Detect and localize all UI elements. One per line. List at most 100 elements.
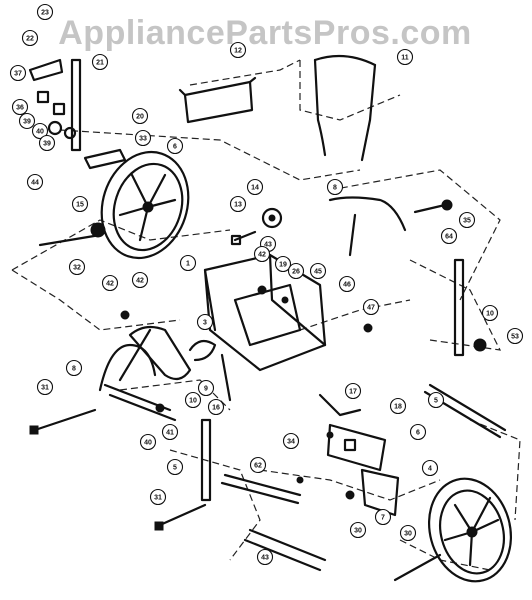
callout-circle	[68, 258, 86, 276]
callout-31: 31	[149, 488, 167, 506]
center-housing	[203, 253, 327, 372]
callout-circle	[196, 313, 214, 331]
callout-20: 20	[131, 107, 149, 125]
drive-gear	[261, 207, 283, 229]
callout-number: 3	[203, 320, 207, 327]
callout-circle	[71, 195, 89, 213]
callout-circle	[458, 211, 476, 229]
callout-circle	[166, 458, 184, 476]
callout-43: 43	[256, 548, 274, 566]
callout-number: 8	[72, 366, 76, 373]
callout-1: 1	[179, 254, 197, 272]
callout-30: 30	[399, 524, 417, 542]
callout-45: 45	[309, 262, 327, 280]
lower-bar	[243, 528, 327, 572]
callout-circle	[256, 548, 274, 566]
callout-number: 13	[234, 202, 242, 209]
callout-circle	[131, 271, 149, 289]
callout-number: 4	[428, 466, 432, 473]
callout-circle	[287, 262, 305, 280]
callout-circle	[197, 379, 215, 397]
callout-circle	[131, 107, 149, 125]
callout-circle	[36, 378, 54, 396]
callout-circle	[91, 53, 109, 71]
callout-circle	[326, 178, 344, 196]
callout-markers: 2322213736394039203312116441514134383564…	[9, 3, 524, 566]
callout-number: 33	[139, 136, 147, 143]
callout-number: 53	[511, 334, 519, 341]
callout-32: 32	[68, 258, 86, 276]
callout-number: 22	[26, 36, 34, 43]
callout-number: 44	[31, 180, 39, 187]
callout-circle	[249, 456, 267, 474]
callout-circle	[506, 327, 524, 345]
callout-number: 12	[234, 48, 242, 55]
spring	[188, 339, 217, 362]
callout-circle	[149, 488, 167, 506]
callout-number: 14	[251, 185, 259, 192]
callout-number: 9	[204, 386, 208, 393]
callout-circle	[38, 134, 56, 152]
callout-64: 64	[440, 227, 458, 245]
callout-42: 42	[253, 245, 271, 263]
callout-13: 13	[229, 195, 247, 213]
callout-number: 17	[349, 389, 357, 396]
callout-circle	[179, 254, 197, 272]
callout-circle	[362, 298, 380, 316]
callout-42: 42	[131, 271, 149, 289]
right-rod	[453, 258, 465, 357]
left-lever	[98, 328, 157, 392]
callout-5: 5	[166, 458, 184, 476]
top-bracket	[178, 76, 257, 124]
callout-number: 43	[264, 242, 272, 249]
callout-circle	[139, 433, 157, 451]
callout-number: 34	[287, 439, 295, 446]
callout-4: 4	[421, 459, 439, 477]
front-axle	[38, 222, 106, 247]
callout-39: 39	[18, 112, 36, 130]
callout-number: 36	[16, 105, 24, 112]
callout-number: 5	[173, 465, 177, 472]
callout-number: 23	[41, 10, 49, 17]
shaft-16	[220, 353, 232, 402]
callout-19: 19	[274, 255, 292, 273]
push-handle	[313, 54, 377, 162]
left-wheel	[100, 150, 190, 260]
callout-40: 40	[31, 122, 49, 140]
lower-bracket	[326, 423, 387, 472]
callout-26: 26	[287, 262, 305, 280]
right-wheel	[427, 477, 513, 583]
callout-number: 5	[434, 398, 438, 405]
callout-10: 10	[481, 304, 499, 322]
callout-16: 16	[207, 398, 225, 416]
wheel-bracket	[360, 468, 400, 517]
callout-number: 1	[186, 261, 190, 268]
callout-circle	[101, 274, 119, 292]
callout-circle	[65, 359, 83, 377]
callout-5: 5	[427, 391, 445, 409]
callout-number: 47	[367, 305, 375, 312]
callout-47: 47	[362, 298, 380, 316]
callout-number: 42	[136, 278, 144, 285]
vertical-rod	[200, 418, 212, 502]
callout-circle	[161, 423, 179, 441]
callout-circle	[21, 29, 39, 47]
callout-number: 19	[279, 262, 287, 269]
callout-circle	[349, 521, 367, 539]
callout-circle	[26, 173, 44, 191]
callout-number: 39	[23, 119, 31, 126]
callout-34: 34	[282, 432, 300, 450]
rear-axle	[393, 553, 442, 582]
callout-number: 8	[333, 185, 337, 192]
callout-62: 62	[249, 456, 267, 474]
callout-number: 62	[254, 463, 262, 470]
callout-circle	[246, 178, 264, 196]
callout-circle	[18, 112, 36, 130]
callout-number: 42	[106, 281, 114, 288]
callout-number: 40	[36, 129, 44, 136]
callout-number: 16	[212, 405, 220, 412]
callout-21: 21	[91, 53, 109, 71]
callout-9: 9	[197, 379, 215, 397]
callout-circle	[396, 48, 414, 66]
